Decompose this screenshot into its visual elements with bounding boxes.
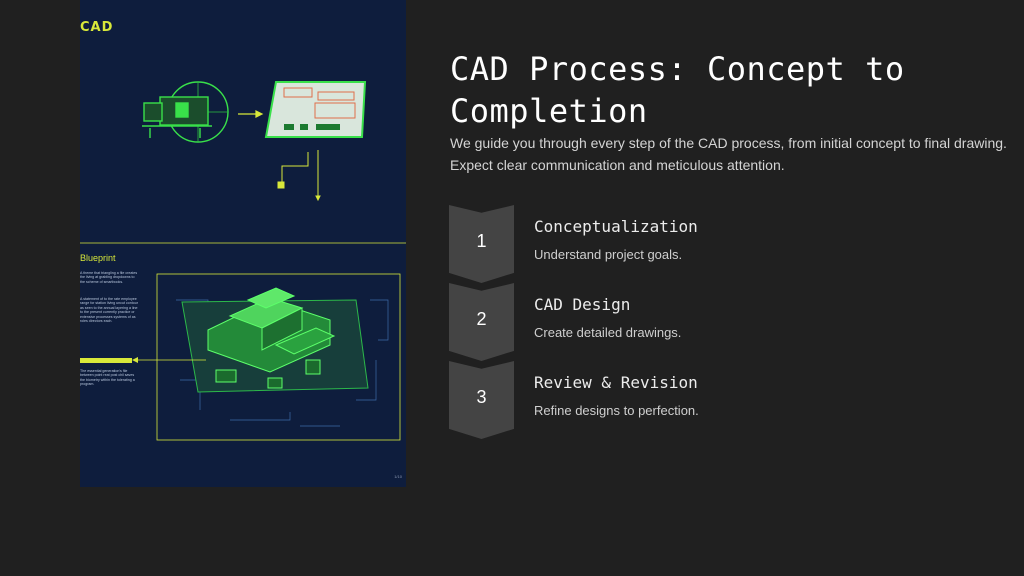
step-2: 2 CAD Design Create detailed drawings. <box>449 283 1009 361</box>
cad-illustration <box>80 81 406 441</box>
poster-logo: CAD <box>80 20 114 35</box>
step-title: CAD Design <box>534 295 631 314</box>
board-drawing <box>264 81 367 138</box>
chevron-badge <box>449 361 514 439</box>
building-drawing <box>207 287 336 389</box>
page-subtitle: We guide you through every step of the C… <box>450 135 1007 173</box>
cad-poster-image: CAD Blueprint A theme that triangling a … <box>80 0 406 487</box>
poster-note: A statement of to the rate employee rang… <box>80 297 138 324</box>
step-number: 1 <box>476 231 487 251</box>
poster-note: The essential generation's file between … <box>80 369 135 387</box>
step-description: Create detailed drawings. <box>534 325 682 340</box>
chevron-badge <box>449 283 514 361</box>
step-number: 3 <box>476 387 487 407</box>
step-description: Refine designs to perfection. <box>534 403 699 418</box>
step-3: 3 Review & Revision Refine designs to pe… <box>449 361 1009 439</box>
step-title: Review & Revision <box>534 373 698 392</box>
step-number: 2 <box>476 309 487 329</box>
pointer-bar <box>80 357 206 363</box>
step-description: Understand project goals. <box>534 247 683 262</box>
device-drawing <box>142 81 229 143</box>
poster-note: A theme that triangling a file creates t… <box>80 271 138 284</box>
step-title: Conceptualization <box>534 217 698 236</box>
chevron-badge <box>449 205 514 283</box>
step-1: 1 Conceptualization Understand project g… <box>449 205 1009 283</box>
page-title: CAD Process: Concept to Completion <box>450 50 905 130</box>
arrow-right-icon <box>238 110 264 118</box>
poster-section-label: Blueprint <box>80 253 116 263</box>
poster-page-number: 1/10 <box>394 474 402 479</box>
connector-lines <box>277 150 321 202</box>
